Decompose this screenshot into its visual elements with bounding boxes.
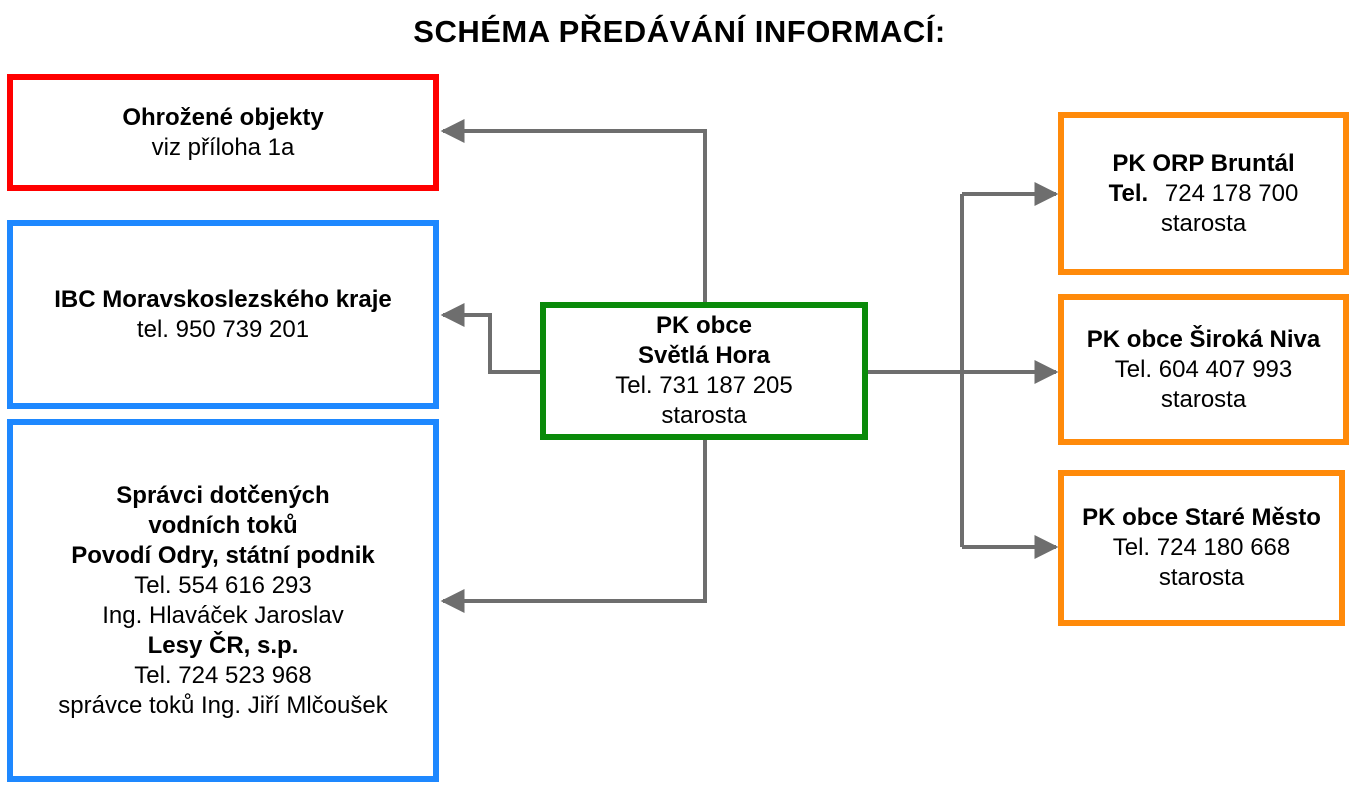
center-line1: PK obce: [655, 312, 753, 339]
center-phone: Tel. 731 187 205: [615, 372, 793, 399]
water-line1: Správci dotčených: [116, 481, 330, 509]
ibc-title: IBC Moravskoslezského kraje: [54, 285, 392, 313]
arrow-to-ibc: [440, 303, 543, 374]
bruntal-tel-label: Tel.: [1108, 179, 1149, 207]
threatened-title: Ohrožené objekty: [122, 103, 324, 131]
threatened-note: viz příloha 1a: [151, 133, 295, 161]
water-org2: Lesy ČR, s.p.: [147, 631, 299, 659]
bruntal-title: PK ORP Bruntál: [1112, 149, 1295, 177]
water-managers-box: Správci dotčených vodních toků Povodí Od…: [7, 419, 439, 782]
siroka-niva-box: PK obce Široká Niva Tel. 604 407 993 sta…: [1058, 294, 1349, 445]
diagram-title: SCHÉMA PŘEDÁVÁNÍ INFORMACÍ:: [413, 14, 946, 49]
stare-role: starosta: [1158, 564, 1245, 591]
threatened-objects-box: Ohrožené objekty viz příloha 1a: [7, 74, 439, 191]
ibc-box: IBC Moravskoslezského kraje tel. 950 739…: [7, 220, 439, 409]
water-line2: vodních toků: [148, 511, 298, 539]
water-phone1: Tel. 554 616 293: [134, 571, 312, 599]
arrow-to-threatened: [440, 119, 707, 305]
siroka-role: starosta: [1160, 385, 1247, 413]
water-phone2: Tel. 724 523 968: [134, 661, 312, 689]
siroka-phone: Tel. 604 407 993: [1114, 355, 1293, 383]
bruntal-tel-number: 724 178 700: [1164, 179, 1299, 207]
water-person1: Ing. Hlaváček Jaroslav: [102, 601, 344, 629]
bruntal-box: PK ORP Bruntál Tel. 724 178 700 starosta: [1058, 112, 1349, 275]
stare-mesto-box: PK obce Staré Město Tel. 724 180 668 sta…: [1058, 470, 1345, 626]
stare-phone: Tel. 724 180 668: [1112, 534, 1291, 561]
water-person2: správce toků Ing. Jiří Mlčoušek: [58, 691, 388, 719]
ibc-phone: tel. 950 739 201: [136, 315, 310, 343]
water-line3: Povodí Odry, státní podnik: [71, 541, 375, 569]
center-line2: Světlá Hora: [637, 342, 771, 369]
arrow-to-water-managers: [440, 438, 707, 613]
center-box: PK obce Světlá Hora Tel. 731 187 205 sta…: [540, 302, 868, 440]
siroka-title: PK obce Široká Niva: [1086, 325, 1321, 353]
center-role: starosta: [661, 402, 747, 429]
bruntal-role: starosta: [1160, 209, 1247, 237]
stare-title: PK obce Staré Město: [1082, 504, 1321, 531]
